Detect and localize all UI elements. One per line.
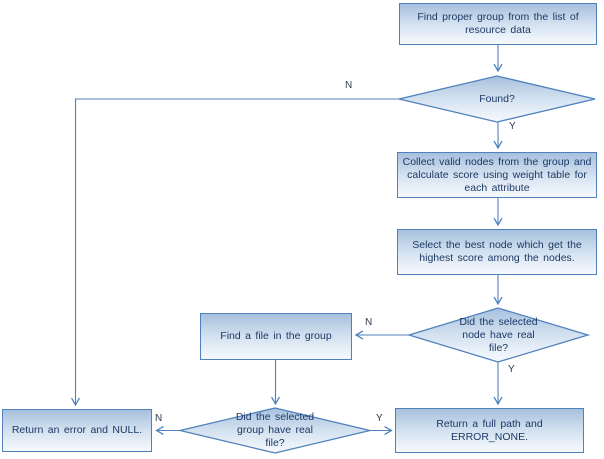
terminal-return-full-path: Return a full path and ERROR_NONE.	[395, 408, 584, 453]
process-find-file-in-group: Find a file in the group	[200, 313, 352, 360]
process-find-group: Find proper group from the list of resou…	[399, 3, 597, 45]
branch-label-found-no: N	[345, 80, 353, 91]
branch-label-group-yes: Y	[376, 413, 383, 424]
process-collect-valid-nodes: Collect valid nodes from the group and c…	[397, 152, 597, 198]
terminal-return-error: Return an error and NULL.	[2, 409, 152, 452]
branch-label-node-yes: Y	[508, 364, 515, 375]
decision-group-has-file-shape	[179, 407, 371, 454]
edge-found-no-to-error	[70, 98, 399, 407]
branch-label-found-yes: Y	[509, 121, 516, 132]
branch-label-group-no: N	[155, 413, 163, 424]
branch-label-node-no: N	[365, 317, 373, 328]
decision-node-has-file-shape	[406, 307, 591, 363]
decision-found-shape	[398, 75, 596, 123]
process-select-best-node: Select the best node which get the highe…	[397, 229, 597, 275]
